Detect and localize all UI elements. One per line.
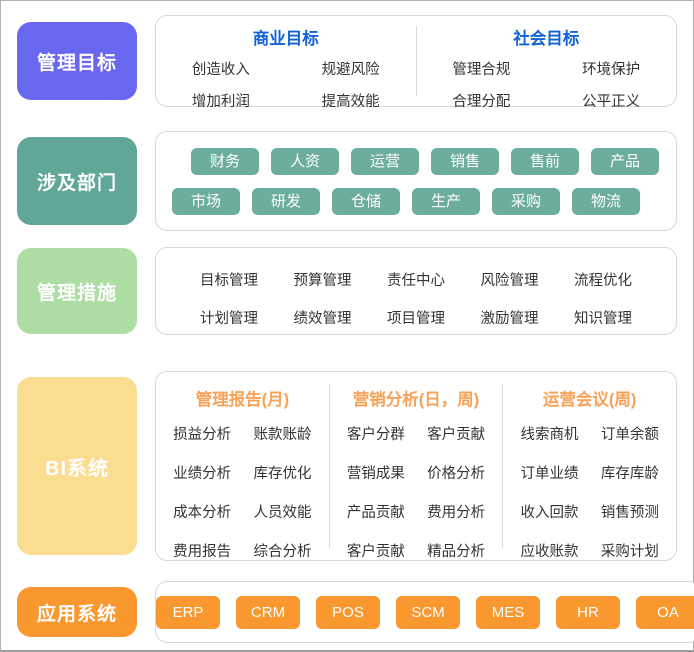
vertical-divider: [502, 384, 504, 548]
measure-item: 流程优化: [574, 273, 632, 289]
bi-item: 应收账款: [520, 544, 579, 560]
bi-item: 业绩分析: [173, 466, 232, 482]
business-goals-grid: 创造收入 规避风险 增加利润 提高效能: [156, 58, 416, 111]
department-tag: 市场: [172, 188, 240, 215]
department-tag: 采购: [492, 188, 560, 215]
app-button-oa: OA: [636, 595, 694, 629]
bi-group-title: 运营会议(周): [542, 391, 637, 409]
section-label-bi: BI系统: [17, 377, 137, 555]
department-tag: 运营: [351, 148, 419, 175]
department-tag: 物流: [572, 188, 640, 215]
section-label-departments: 涉及部门: [17, 137, 137, 225]
bi-item: 线索商机: [520, 427, 579, 443]
bi-item: 人员效能: [253, 505, 312, 521]
social-goals-grid: 管理合规 环境保护 合理分配 公平正义: [417, 58, 677, 111]
goal-item: 提高效能: [321, 94, 380, 110]
bi-item: 客户贡献: [427, 427, 486, 443]
section-measures: 管理措施 目标管理 预算管理 责任中心 风险管理 流程优化 计划管理 绩效管理 …: [17, 247, 677, 335]
bi-item: 精品分析: [427, 544, 486, 560]
section-bi: BI系统 管理报告(月) 损益分析 账款账龄 业绩分析 库存优化 成本分析 人员…: [17, 371, 677, 561]
measure-row: 计划管理 绩效管理 项目管理 激励管理 知识管理: [200, 307, 632, 328]
app-button-pos: POS: [316, 595, 380, 629]
goal-item: 规避风险: [321, 62, 380, 78]
bi-item: 客户分群: [346, 427, 405, 443]
bi-item: 损益分析: [173, 427, 232, 443]
section-apps: 应用系统 ERP CRM POS SCM MES HR OA: [17, 581, 694, 643]
department-tag: 产品: [591, 148, 659, 175]
goal-item: 环境保护: [582, 62, 641, 78]
section-label-goals: 管理目标: [17, 22, 137, 100]
measure-item: 计划管理: [200, 311, 258, 327]
departments-panel: 财务 人资 运营 销售 售前 产品 市场 研发 仓储 生产 采购 物流: [155, 131, 677, 231]
goals-panel: 商业目标 创造收入 规避风险 增加利润 提高效能 社会目标 管理合规 环境保护 …: [155, 15, 677, 110]
bi-grid: 客户分群 客户贡献 营销成果 价格分析 产品贡献 费用分析 客户贡献 精品分析: [330, 423, 503, 561]
app-button-scm: SCM: [396, 595, 460, 629]
goal-item: 合理分配: [452, 94, 511, 110]
section-label-apps: 应用系统: [17, 587, 137, 637]
measure-item: 目标管理: [200, 273, 258, 289]
measure-item: 预算管理: [293, 273, 352, 289]
goal-item: 增加利润: [191, 94, 250, 110]
measure-row: 目标管理 预算管理 责任中心 风险管理 流程优化: [200, 269, 632, 290]
measure-item: 责任中心: [387, 273, 445, 289]
bi-item: 客户贡献: [346, 544, 405, 560]
bi-item: 成本分析: [173, 505, 232, 521]
bi-grid: 损益分析 账款账龄 业绩分析 库存优化 成本分析 人员效能 费用报告 综合分析: [156, 423, 329, 561]
bi-item: 账款账龄: [253, 427, 312, 443]
section-label-measures: 管理措施: [17, 248, 137, 334]
app-button-mes: MES: [476, 595, 540, 629]
app-button-erp: ERP: [156, 595, 220, 629]
goal-item: 创造收入: [191, 62, 250, 78]
business-goals-group: 商业目标 创造收入 规避风险 增加利润 提高效能: [156, 16, 416, 110]
department-tag: 财务: [191, 148, 259, 175]
bi-grid: 线索商机 订单余额 订单业绩 库存库龄 收入回款 销售预测 应收账款 采购计划: [503, 423, 676, 561]
bi-item: 库存优化: [253, 466, 312, 482]
department-tag: 研发: [252, 188, 320, 215]
measure-item: 风险管理: [480, 273, 539, 289]
bi-item: 费用分析: [427, 505, 486, 521]
measure-item: 绩效管理: [293, 311, 352, 327]
bi-group-operations-meeting: 运营会议(周) 线索商机 订单余额 订单业绩 库存库龄 收入回款 销售预测 应收…: [503, 372, 676, 560]
department-tag: 售前: [511, 148, 579, 175]
bi-item: 销售预测: [600, 505, 659, 521]
vertical-divider: [328, 384, 330, 548]
department-tag: 人资: [271, 148, 339, 175]
measure-item: 项目管理: [387, 311, 445, 327]
department-tag: 仓储: [332, 188, 400, 215]
measures-panel: 目标管理 预算管理 责任中心 风险管理 流程优化 计划管理 绩效管理 项目管理 …: [155, 247, 677, 335]
app-button-hr: HR: [556, 595, 620, 629]
bi-item: 订单余额: [600, 427, 659, 443]
bi-item: 营销成果: [346, 466, 405, 482]
social-goals-group: 社会目标 管理合规 环境保护 合理分配 公平正义: [417, 16, 677, 110]
bi-group-management-report: 管理报告(月) 损益分析 账款账龄 业绩分析 库存优化 成本分析 人员效能 费用…: [156, 372, 329, 560]
bi-group-title: 管理报告(月): [195, 391, 290, 409]
goal-item: 管理合规: [452, 62, 511, 78]
social-goals-title: 社会目标: [513, 30, 580, 48]
app-button-crm: CRM: [236, 595, 300, 629]
department-tag-row: 财务 人资 运营 销售 售前 产品: [165, 148, 685, 175]
bi-item: 采购计划: [600, 544, 659, 560]
section-departments: 涉及部门 财务 人资 运营 销售 售前 产品 市场 研发 仓储 生产 采购 物流: [17, 131, 677, 231]
bi-item: 库存库龄: [600, 466, 659, 482]
bi-item: 费用报告: [173, 544, 232, 560]
measure-item: 知识管理: [574, 311, 632, 327]
bi-group-title: 营销分析(日，周): [352, 391, 480, 409]
section-goals: 管理目标 商业目标 创造收入 规避风险 增加利润 提高效能 社会目标 管理合规 …: [17, 15, 677, 110]
business-goals-title: 商业目标: [252, 30, 319, 48]
bi-item: 综合分析: [253, 544, 312, 560]
bi-item: 产品贡献: [346, 505, 405, 521]
department-tag-row: 市场 研发 仓储 生产 采购 物流: [146, 188, 666, 215]
department-tag: 销售: [431, 148, 499, 175]
bi-item: 收入回款: [520, 505, 579, 521]
bi-item: 价格分析: [427, 466, 486, 482]
vertical-divider: [415, 26, 417, 96]
goal-item: 公平正义: [582, 94, 641, 110]
measure-item: 激励管理: [480, 311, 539, 327]
department-tag: 生产: [412, 188, 480, 215]
apps-panel: ERP CRM POS SCM MES HR OA: [155, 581, 694, 643]
bi-group-marketing-analysis: 营销分析(日，周) 客户分群 客户贡献 营销成果 价格分析 产品贡献 费用分析 …: [330, 372, 503, 560]
bi-panel: 管理报告(月) 损益分析 账款账龄 业绩分析 库存优化 成本分析 人员效能 费用…: [155, 371, 677, 561]
bi-item: 订单业绩: [520, 466, 579, 482]
